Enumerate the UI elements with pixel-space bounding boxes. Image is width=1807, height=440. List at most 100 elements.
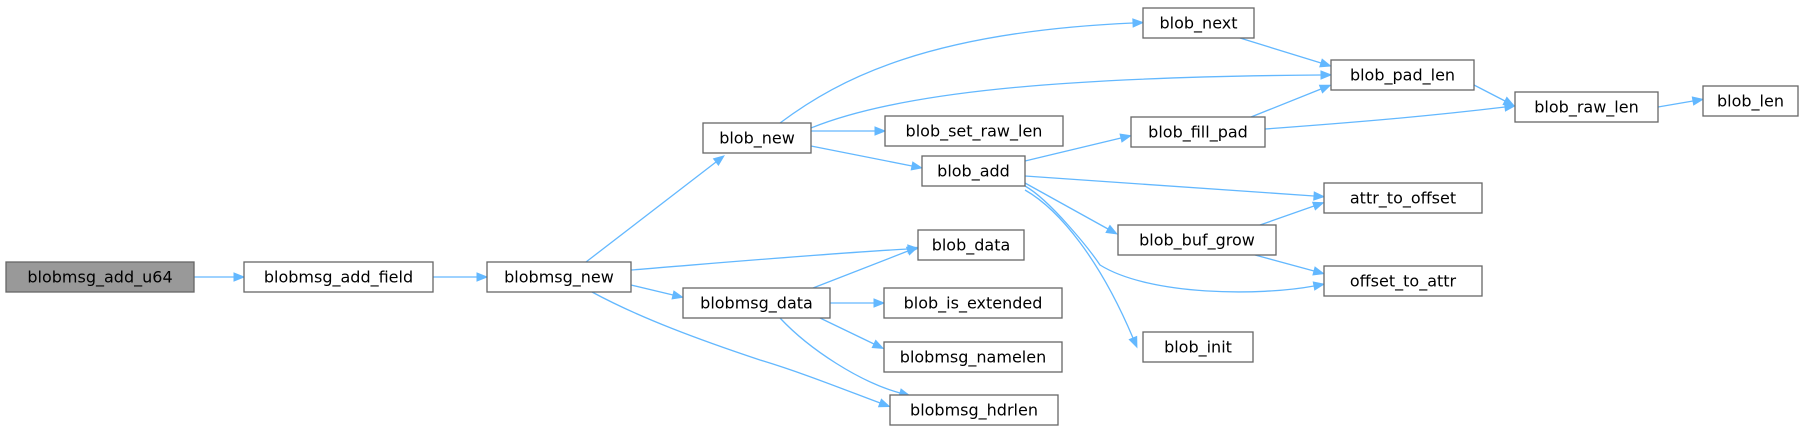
- edge-blob_pad_len-to-blob_raw_len: [1473, 84, 1516, 107]
- node-label: blob_new: [719, 129, 795, 149]
- edge-line: [1259, 205, 1315, 226]
- node-box[interactable]: [921, 155, 1026, 187]
- edge-line: [630, 248, 909, 271]
- edge-blob_add-to-attr_to_offset: [1024, 175, 1326, 201]
- node-blob_raw_len[interactable]: blob_raw_len: [1514, 91, 1659, 123]
- node-label: blob_is_extended: [904, 294, 1043, 314]
- node-blob_data[interactable]: blob_data: [917, 229, 1025, 261]
- edge-blobmsg_data-to-blob_is_extended: [830, 298, 886, 308]
- edge-blob_add-to-blob_fill_pad: [1024, 133, 1133, 162]
- node-box[interactable]: [1330, 59, 1475, 91]
- arrowhead-icon: [877, 398, 891, 408]
- node-label: blob_raw_len: [1534, 98, 1638, 118]
- edge-blobmsg_data-to-blobmsg_namelen: [819, 317, 885, 349]
- node-box[interactable]: [1130, 116, 1266, 148]
- node-box[interactable]: [917, 229, 1025, 261]
- edge-line: [1473, 84, 1506, 102]
- node-label: blob_data: [932, 236, 1011, 256]
- node-label: blob_len: [1717, 92, 1784, 112]
- node-blobmsg_add_field[interactable]: blobmsg_add_field: [243, 261, 434, 293]
- arrowhead-icon: [1311, 201, 1325, 211]
- node-blob_fill_pad[interactable]: blob_fill_pad: [1130, 116, 1266, 148]
- node-blob_pad_len[interactable]: blob_pad_len: [1330, 59, 1475, 91]
- edge-blob_add-to-blob_init: [1024, 189, 1138, 349]
- node-box[interactable]: [243, 261, 434, 293]
- edge-line: [591, 291, 881, 404]
- node-box[interactable]: [486, 261, 632, 293]
- edge-blobmsg_data-to-blob_data: [812, 246, 919, 289]
- node-blob_new[interactable]: blob_new: [702, 122, 812, 154]
- node-blobmsg_hdrlen[interactable]: blobmsg_hdrlen: [889, 394, 1059, 426]
- node-box[interactable]: [5, 261, 195, 293]
- edge-blob_fill_pad-to-blob_pad_len: [1250, 84, 1332, 118]
- node-blob_len[interactable]: blob_len: [1702, 85, 1799, 117]
- node-label: blobmsg_namelen: [900, 348, 1046, 368]
- arrowhead-icon: [1119, 133, 1133, 143]
- node-box[interactable]: [1142, 7, 1255, 39]
- arrowhead-icon: [1105, 224, 1118, 235]
- node-box[interactable]: [1117, 224, 1277, 256]
- node-box[interactable]: [883, 287, 1063, 319]
- nodes-layer: blobmsg_add_u64 blobmsg_add_field blobmsg_…: [5, 7, 1799, 426]
- edge-line: [1024, 175, 1315, 197]
- arrowhead-icon: [476, 272, 489, 282]
- node-blobmsg_add_u64[interactable]: blobmsg_add_u64: [5, 261, 195, 293]
- node-blob_is_extended[interactable]: blob_is_extended: [883, 287, 1063, 319]
- arrowhead-icon: [1313, 191, 1326, 201]
- node-box[interactable]: [884, 115, 1064, 147]
- node-label: blob_init: [1164, 338, 1232, 358]
- node-label: blobmsg_add_field: [264, 268, 413, 288]
- edge-line: [1264, 106, 1506, 130]
- node-label: blob_fill_pad: [1148, 123, 1248, 143]
- node-label: blob_buf_grow: [1139, 231, 1255, 251]
- edge-blob_add-to-offset_to_attr: [1024, 185, 1326, 293]
- node-label: blob_next: [1160, 14, 1238, 34]
- edge-line: [1024, 182, 1109, 230]
- arrowhead-icon: [871, 339, 885, 349]
- node-box[interactable]: [702, 122, 812, 154]
- node-box[interactable]: [1142, 331, 1254, 363]
- edge-blobmsg_new-to-blob_data: [630, 244, 920, 271]
- edge-blobmsg_add_field-to-blobmsg_new: [433, 272, 489, 282]
- arrowhead-icon: [873, 298, 886, 308]
- arrowhead-icon: [1132, 18, 1145, 28]
- edge-blob_new-to-blob_pad_len: [810, 70, 1333, 129]
- node-blobmsg_new[interactable]: blobmsg_new: [486, 261, 632, 293]
- edges-layer: [194, 18, 1705, 408]
- node-label: blobmsg_new: [504, 268, 614, 288]
- edge-blob_buf_grow-to-attr_to_offset: [1259, 201, 1325, 226]
- edge-blobmsg_new-to-blobmsg_data: [630, 284, 685, 300]
- edge-line: [585, 161, 717, 263]
- node-blob_init[interactable]: blob_init: [1142, 331, 1254, 363]
- node-attr_to_offset[interactable]: attr_to_offset: [1323, 182, 1483, 214]
- arrowhead-icon: [1503, 102, 1517, 112]
- node-box[interactable]: [889, 394, 1059, 426]
- edge-line: [1657, 100, 1694, 108]
- edge-line: [779, 22, 1134, 124]
- edge-line: [1024, 185, 1315, 293]
- node-blob_buf_grow[interactable]: blob_buf_grow: [1117, 224, 1277, 256]
- arrowhead-icon: [1691, 96, 1705, 106]
- edge-blobmsg_new-to-blob_new: [585, 155, 725, 263]
- node-blobmsg_data[interactable]: blobmsg_data: [682, 287, 831, 319]
- node-label: attr_to_offset: [1350, 189, 1456, 209]
- node-label: blobmsg_data: [700, 294, 813, 314]
- edge-line: [812, 250, 909, 289]
- node-blobmsg_namelen[interactable]: blobmsg_namelen: [883, 341, 1063, 373]
- node-box[interactable]: [1323, 265, 1483, 297]
- node-label: blobmsg_add_u64: [27, 268, 172, 288]
- edge-line: [1024, 189, 1134, 339]
- node-label: blob_add: [937, 162, 1010, 182]
- node-blob_next[interactable]: blob_next: [1142, 7, 1255, 39]
- edge-blob_raw_len-to-blob_len: [1657, 96, 1705, 108]
- node-blob_set_raw_len[interactable]: blob_set_raw_len: [884, 115, 1064, 147]
- node-box[interactable]: [1323, 182, 1483, 214]
- node-box[interactable]: [1702, 85, 1799, 117]
- node-box[interactable]: [1514, 91, 1659, 123]
- arrowhead-icon: [233, 272, 246, 282]
- node-box[interactable]: [883, 341, 1063, 373]
- node-box[interactable]: [682, 287, 831, 319]
- node-offset_to_attr[interactable]: offset_to_attr: [1323, 265, 1483, 297]
- node-blob_add[interactable]: blob_add: [921, 155, 1026, 187]
